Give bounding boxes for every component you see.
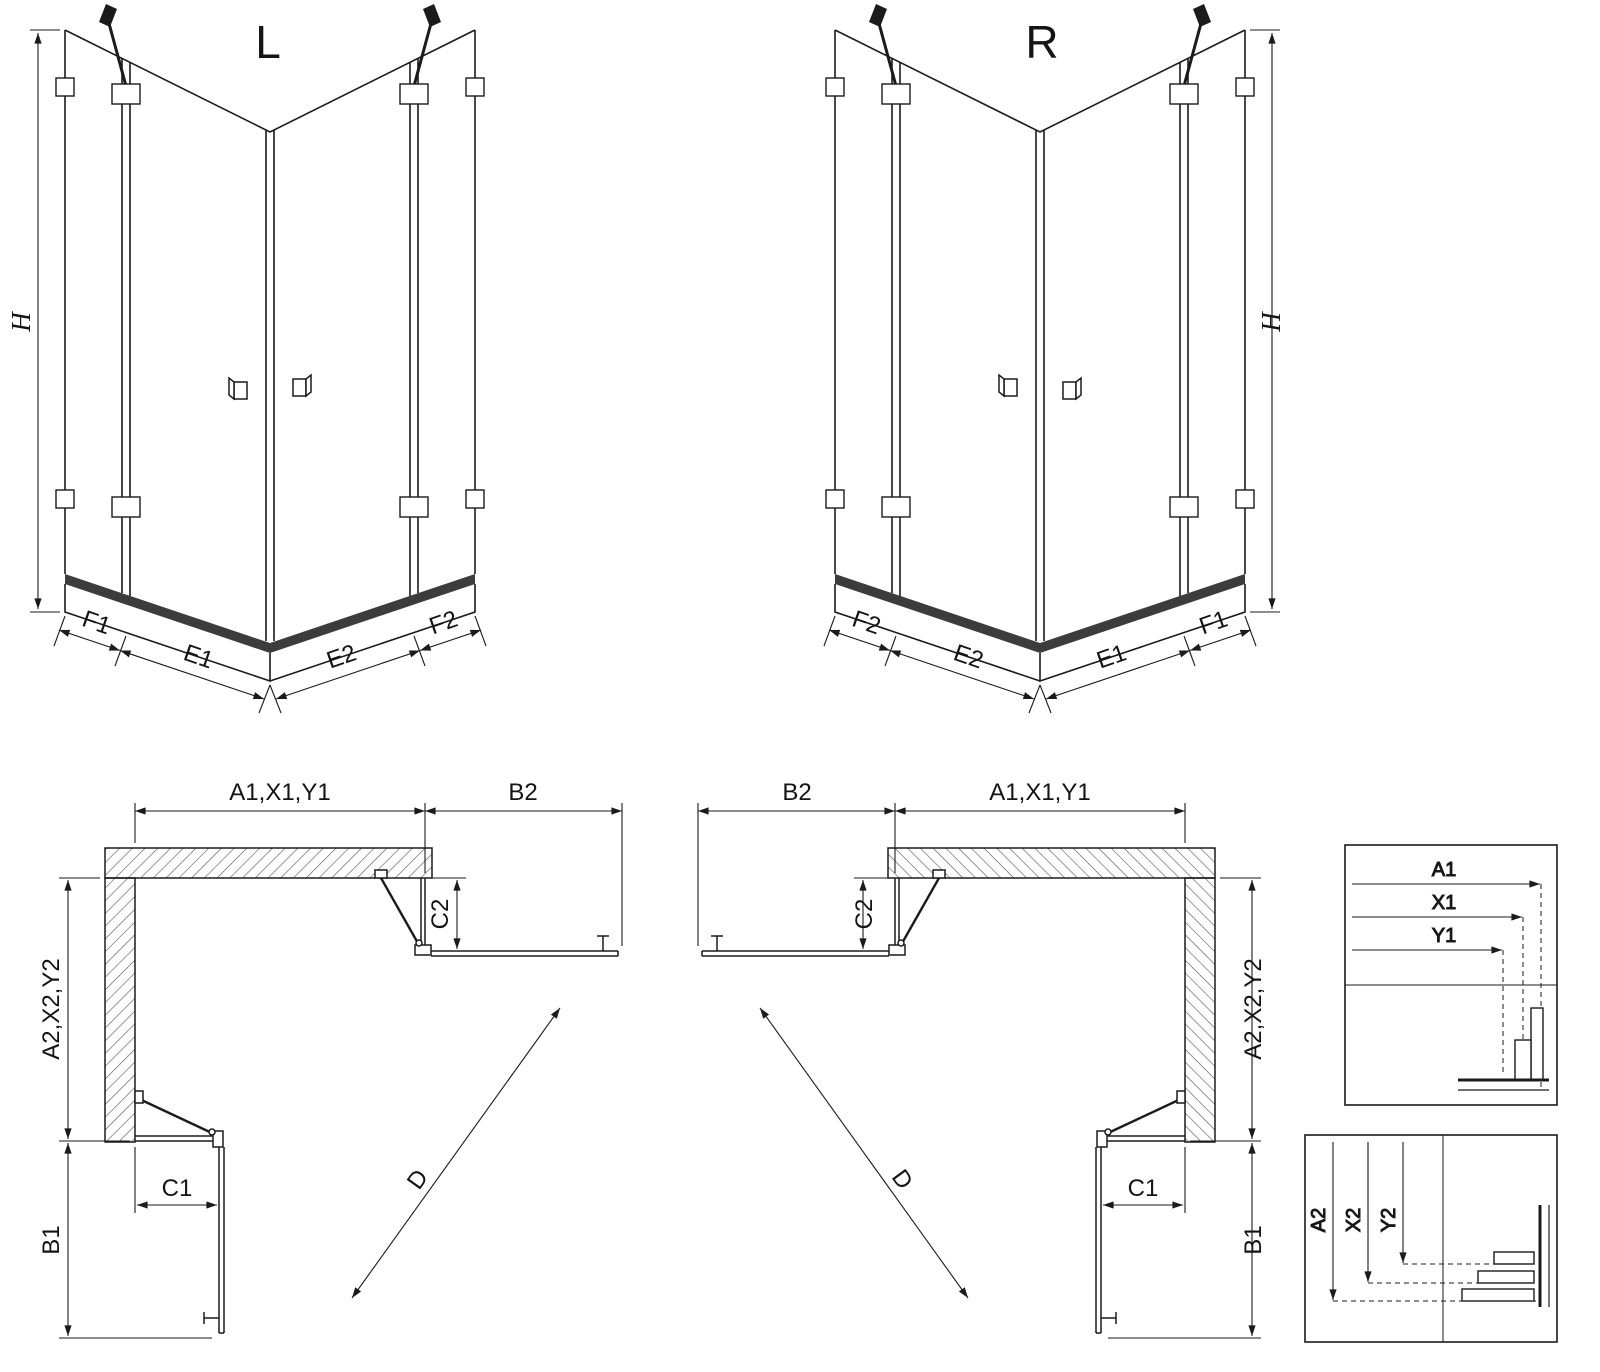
front-left-f1-label: F1 [79, 606, 114, 641]
front-right-height-label: H [1256, 311, 1286, 333]
front-right-f1-label: F1 [1196, 606, 1231, 641]
front-right-f2-label: F2 [849, 606, 884, 641]
plan-left-width-label: A1,X1,Y1 [229, 779, 330, 806]
front-left-height-label: H [6, 311, 36, 333]
plan-left-c1-label: C1 [162, 1175, 193, 1202]
plan-right-c1-label: C1 [1128, 1175, 1159, 1202]
plan-right-width-label: A1,X1,Y1 [989, 779, 1090, 806]
plan-right-b2-label: B2 [782, 779, 811, 806]
plan-view-right-geometry [698, 803, 1261, 1338]
inset-x1-label: X1 [1432, 892, 1456, 914]
inset-horizontal-measures: A1 X1 Y1 [1344, 844, 1558, 1106]
front-right-title: R [1025, 16, 1058, 68]
plan-right-b1-label: B1 [1240, 1225, 1267, 1254]
plan-left-depth-label: A2,X2,Y2 [38, 958, 65, 1059]
plan-left-b2-label: B2 [508, 779, 537, 806]
inset-x2-label: X2 [1343, 1208, 1365, 1232]
front-view-left-geometry [30, 4, 486, 713]
front-left-e2-label: E2 [323, 639, 360, 674]
front-left-title: L [255, 16, 281, 68]
plan-view-left-geometry [59, 803, 622, 1338]
inset-a1-label: A1 [1432, 859, 1456, 881]
front-right-e2-label: E2 [950, 639, 987, 674]
front-view-right: R H F2 E2 E1 F1 [824, 4, 1286, 713]
front-view-right-geometry [824, 4, 1280, 713]
plan-left-b1-label: B1 [38, 1225, 65, 1254]
front-view-left: L H F1 E1 E2 F2 [6, 4, 486, 713]
front-left-e1-label: E1 [180, 639, 217, 674]
plan-left-c2-label: C2 [427, 899, 454, 930]
inset-y1-label: Y1 [1432, 925, 1456, 947]
front-left-f2-label: F2 [426, 606, 461, 641]
plan-right-c2-label: C2 [851, 899, 878, 930]
front-right-e1-label: E1 [1093, 639, 1130, 674]
plan-right-depth-label: A2,X2,Y2 [1240, 958, 1267, 1059]
inset-a2-label: A2 [1308, 1208, 1330, 1232]
plan-view-right: B2 A1,X1,Y1 C2 A2,X2,Y2 C1 B1 D [698, 779, 1267, 1338]
inset-y2-label: Y2 [1378, 1208, 1400, 1232]
inset-vertical-measures: A2 X2 Y2 [1304, 1134, 1558, 1343]
plan-view-left: A1,X1,Y1 B2 C2 A2,X2,Y2 C1 B1 D [38, 779, 622, 1338]
